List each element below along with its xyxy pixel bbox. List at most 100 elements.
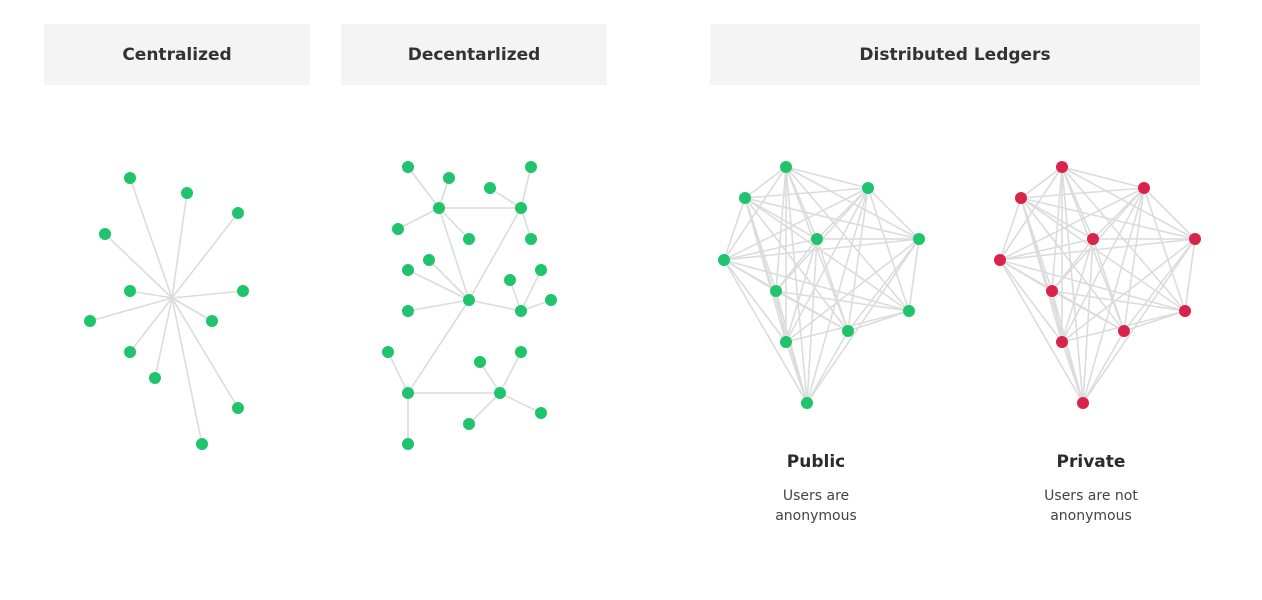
decentralized-node [535,407,547,419]
private-ledger-node [1189,233,1201,245]
private-ledger-node [994,254,1006,266]
centralized-node [181,187,193,199]
private-ledger-edge [1123,238,1196,332]
decentralized-node [525,233,537,245]
centralized-node [232,402,244,414]
private-ledger-edge [1143,187,1196,240]
private-ledger-edge [999,259,1186,312]
public-ledger-node [739,192,751,204]
public-ledger-edge [775,290,910,312]
centralized-edge [154,297,173,379]
public-ledger-node [862,182,874,194]
public-ledger-edge [723,259,808,404]
public-ledger-edge [785,238,920,343]
public-ledger-edge [775,166,787,292]
decentralized-node [515,202,527,214]
nodes-layer [84,161,1201,450]
decentralized-node [402,161,414,173]
private-ledger-description: Users are not anonymous [1001,486,1181,526]
public-ledger-edge [744,187,869,199]
public-ledger-edge [785,187,869,343]
private-desc-line2: anonymous [1050,508,1132,524]
private-ledger-node [1118,325,1130,337]
private-ledger-edge [999,166,1063,261]
private-ledger-edge [999,187,1145,261]
decentralized-node [402,305,414,317]
public-desc-line1: Users are [782,488,850,504]
public-ledger-node [801,397,813,409]
public-ledger-node [903,305,915,317]
public-ledger-edge [723,259,787,343]
public-ledger-edge [785,238,818,343]
public-ledger-edge [867,187,910,312]
decentralized-node [402,264,414,276]
header-decentralized: Decentarlized [341,24,607,85]
decentralized-node [545,294,557,306]
header-centralized: Centralized [44,24,310,85]
centralized-edge [171,192,188,299]
private-ledger-edge [1061,341,1084,404]
public-ledger-edge [723,238,818,261]
decentralized-edge [520,166,532,209]
decentralized-node [402,438,414,450]
decentralized-node [382,346,394,358]
public-ledger-edge [806,330,849,404]
public-ledger-edge [723,197,746,261]
public-ledger-title: Public [786,452,846,472]
private-ledger-edge [1143,187,1186,312]
centralized-edge [129,177,173,299]
centralized-edge [129,290,173,299]
decentralized-edge [438,207,470,301]
centralized-node [124,172,136,184]
decentralized-node [463,233,475,245]
private-ledger-edge [1082,330,1125,404]
public-ledger-node [811,233,823,245]
decentralized-node [515,305,527,317]
private-ledger-edge [1020,166,1063,199]
header-distributed-ledgers: Distributed Ledgers [710,24,1200,85]
private-ledger-edge [1051,290,1084,404]
decentralized-edge [468,392,501,425]
public-ledger-edge [744,197,808,404]
centralized-node [99,228,111,240]
decentralized-edge [397,207,440,230]
decentralized-edge [479,361,501,394]
public-desc-line2: anonymous [775,508,857,524]
private-ledger-node [1087,233,1099,245]
public-ledger-edge [723,238,920,261]
centralized-edge [171,297,239,409]
decentralized-node [504,274,516,286]
decentralized-node [402,387,414,399]
private-ledger-edge [1061,238,1196,343]
decentralized-edge [468,299,522,312]
private-ledger-edge [1061,187,1145,343]
private-ledger-edge [1061,166,1084,404]
public-ledger-description: Users are anonymous [726,486,906,526]
private-ledger-edge [999,197,1022,261]
public-ledger-edge [744,166,787,199]
public-ledger-edge [744,197,910,312]
decentralized-node [423,254,435,266]
private-ledger-edge [1051,238,1094,292]
decentralized-edge [499,351,522,394]
decentralized-node [494,387,506,399]
centralized-node [206,315,218,327]
edges-layer [89,166,1196,445]
header-centralized-label: Centralized [122,44,232,65]
public-ledger-edge [867,187,920,240]
private-ledger-edge [1020,197,1196,240]
centralized-node [124,346,136,358]
decentralized-node [463,418,475,430]
public-ledger-edge [775,290,808,404]
public-ledger-edge [723,166,787,261]
decentralized-edge [407,166,440,209]
decentralized-node [443,172,455,184]
private-ledger-edge [1061,238,1094,343]
private-ledger-edge [999,259,1084,404]
public-ledger-node [913,233,925,245]
decentralized-node [463,294,475,306]
private-ledger-edge [1082,238,1196,404]
header-decentralized-label: Decentarlized [407,44,541,65]
private-ledger-edge [999,259,1063,343]
private-ledger-edge [1020,197,1186,312]
